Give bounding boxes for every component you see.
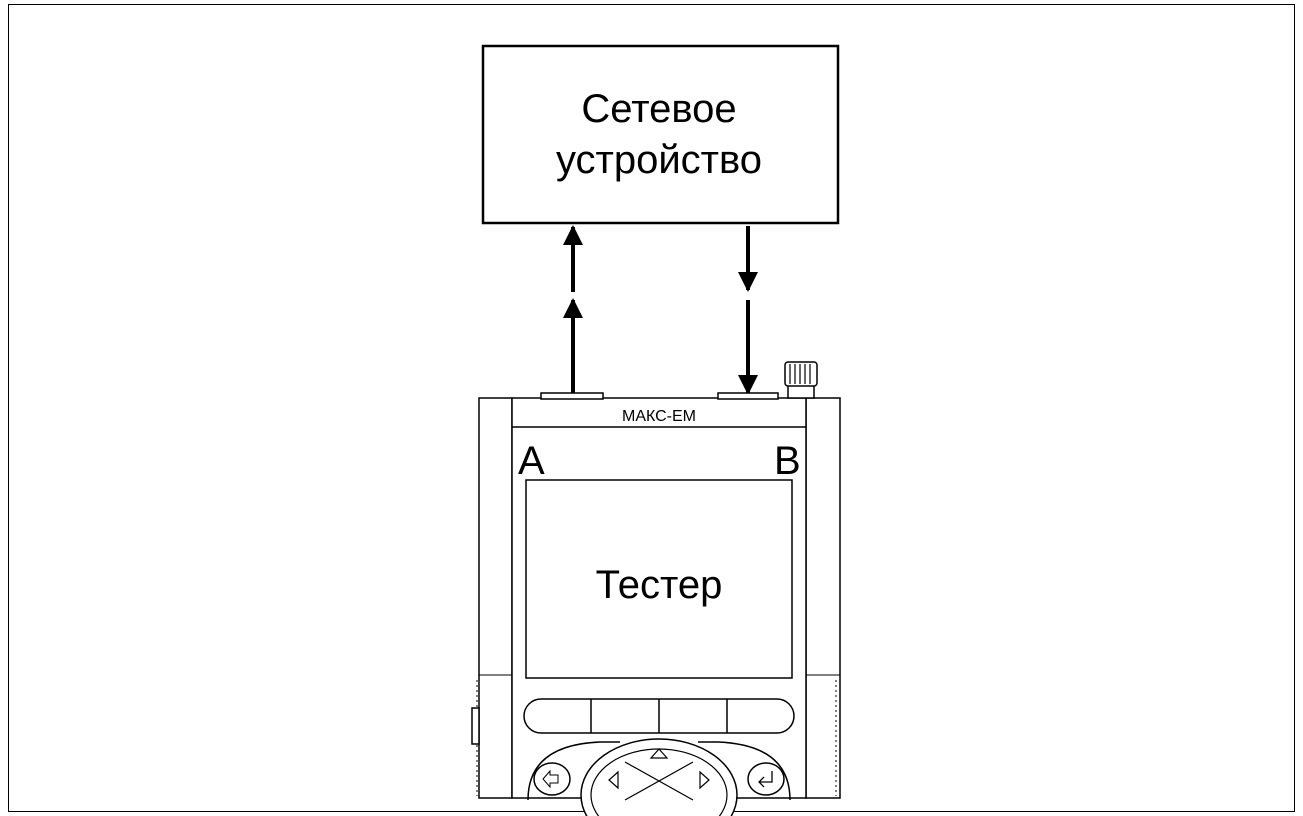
network-device-label-line1: Сетевое <box>581 87 736 131</box>
up-arrow-icon <box>649 748 669 759</box>
port-a-connector <box>540 392 604 400</box>
knob-icon <box>784 361 818 399</box>
port-b-connector <box>717 392 779 400</box>
right-arrow-icon <box>699 770 710 790</box>
rail-grip-ticks <box>476 674 840 796</box>
enter-icon <box>758 771 773 788</box>
left-arrow-icon <box>608 770 619 790</box>
side-button <box>471 707 480 745</box>
soft-key-bar <box>523 698 795 734</box>
screen-label: Тестер <box>596 563 723 607</box>
tester-screen <box>525 479 793 679</box>
nav-cluster <box>527 738 791 816</box>
port-b-label: B <box>774 439 801 483</box>
tester-right-rail <box>805 397 841 799</box>
tester-left-rail <box>478 397 513 799</box>
port-a-label: A <box>518 439 545 483</box>
model-label: МАКС-ЕМ <box>622 408 696 425</box>
enter-button <box>747 762 785 796</box>
network-device-box: Сетевое устройство <box>481 44 840 225</box>
tester-device: МАКС-ЕМ A B Тестер <box>471 361 841 816</box>
back-icon <box>542 769 559 789</box>
network-device-label-line2: устройство <box>556 138 762 182</box>
